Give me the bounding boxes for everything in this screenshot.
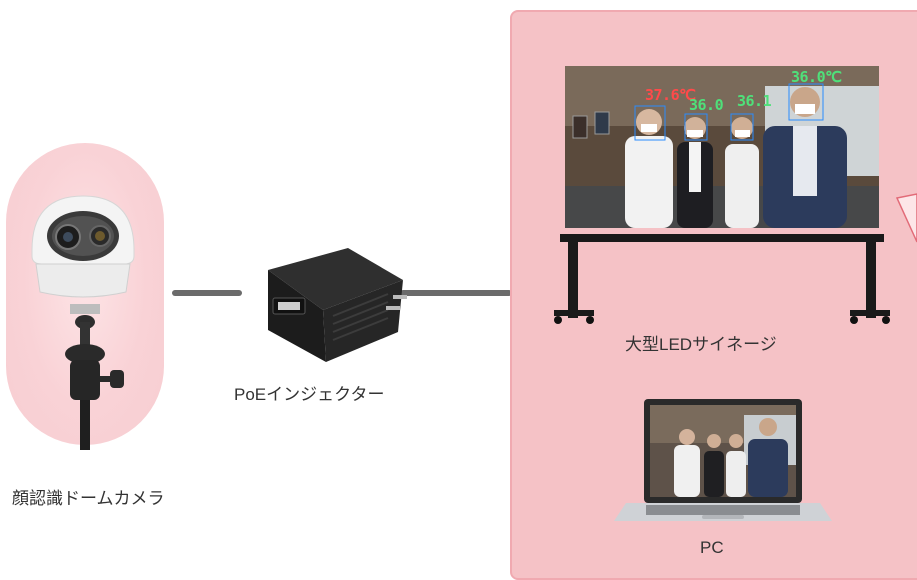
led-signage-icon: 37.6℃ 36.0 36.1 36.0℃ xyxy=(565,66,879,228)
injector-label: PoEインジェクター xyxy=(234,385,385,404)
temperature-label: 36.0 xyxy=(689,96,724,114)
connector-line xyxy=(400,290,512,296)
poe-injector-icon xyxy=(268,248,407,362)
signage-stand-icon xyxy=(554,234,890,324)
camera-label: 顔認識ドームカメラ xyxy=(12,489,165,508)
temperature-label: 36.0℃ xyxy=(791,68,842,86)
camera-feed xyxy=(565,66,879,228)
temperature-label: 36.1 xyxy=(737,92,772,110)
dome-camera-icon xyxy=(31,195,135,298)
temperature-label: 37.6℃ xyxy=(645,86,696,104)
tripod-icon xyxy=(65,304,124,450)
pointer-arrow-icon xyxy=(895,193,917,243)
connector-line xyxy=(172,290,242,296)
pc-label: PC xyxy=(700,538,724,557)
laptop-icon xyxy=(614,399,832,521)
signage-label: 大型LEDサイネージ xyxy=(625,335,777,354)
